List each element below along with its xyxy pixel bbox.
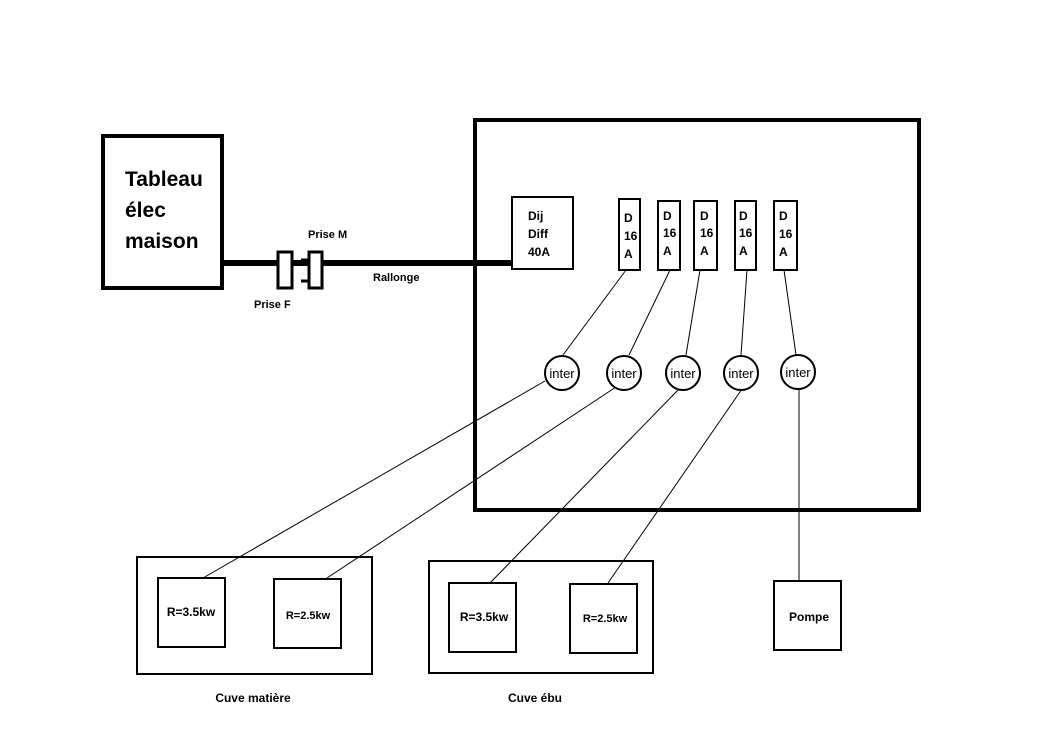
wire-switch-2-to-resistor-2 [326,386,617,579]
breaker-2-line-1: D [663,209,672,223]
wire-breaker-5-to-switch-5 [783,269,797,356]
breaker-3-line-2: 16 [700,226,714,240]
plug-male [307,250,324,290]
tank-matiere-resistor-2 [273,578,342,649]
plug-female-label: Prise F [254,299,291,311]
pump-box [773,580,842,651]
tank-matiere-box [136,556,373,675]
breaker-2-line-2: 16 [663,226,677,240]
switch-5: inter [780,354,816,390]
wire-switch-3-to-resistor-3 [489,388,680,584]
breaker-3-line-1: D [700,209,709,223]
wire-breaker-2-to-switch-2 [628,269,671,356]
switch-1-label: inter [549,366,575,381]
breaker-4: D 16 A [734,200,757,271]
switch-5-label: inter [785,365,811,380]
main-breaker-box [511,196,574,270]
breaker-5-line-1: D [779,209,788,223]
wire-switch-1-to-resistor-1 [202,380,546,579]
house-panel-label-line-1: Tableau [125,168,203,191]
tank-matiere-resistor-1 [157,577,226,648]
switch-4-label: inter [728,366,754,381]
switch-2: inter [606,355,642,391]
breaker-1: D 16 A [618,198,641,271]
wire-breaker-3-to-switch-3 [685,269,701,356]
breaker-4-line-3: A [739,244,748,258]
tank-ebu-box [428,560,654,674]
breaker-1-line-2: 16 [624,229,638,243]
tank-ebu-resistor-1 [448,582,517,653]
switch-2-label: inter [611,366,637,381]
wire-breaker-4-to-switch-4 [740,269,748,356]
main-breaker-label-line-2: Diff [528,227,549,241]
breaker-4-line-2: 16 [739,226,753,240]
breaker-4-line-1: D [739,209,748,223]
switch-3-label: inter [670,366,696,381]
breaker-5: D 16 A [773,200,798,271]
tank-matiere-resistor-2-label: R=2.5kw [286,610,331,622]
switch-3: inter [665,355,701,391]
main-breaker-label-line-1: Dij [528,209,543,223]
breaker-2-line-3: A [663,244,672,258]
tank-ebu-label: Cuve ébu [508,691,562,705]
house-panel-label-line-3: maison [125,230,199,253]
tank-ebu-resistor-2 [569,583,638,654]
tank-matiere-label: Cuve matière [215,691,291,705]
extension-label: Rallonge [373,272,419,284]
switch-4: inter [723,355,759,391]
breaker-2: D 16 A [657,200,681,271]
breaker-1-line-1: D [624,211,633,225]
breaker-5-line-2: 16 [779,227,793,241]
main-breaker-label-line-3: 40A [528,245,550,259]
breaker-3: D 16 A [693,200,718,271]
tank-matiere-resistor-1-label: R=3.5kw [167,605,216,619]
house-panel-box [101,134,224,290]
tank-ebu-resistor-1-label: R=3.5kw [460,610,509,624]
breaker-5-line-3: A [779,245,788,259]
plug-male-label: Prise M [308,229,347,241]
breaker-1-line-3: A [624,247,633,261]
switch-1: inter [544,355,580,391]
house-panel-label-line-2: élec [125,199,166,222]
enclosure-box [473,118,921,512]
breaker-3-line-3: A [700,244,709,258]
wire-switch-4-to-resistor-4 [607,388,743,584]
pump-label: Pompe [789,610,829,624]
wire-breaker-1-to-switch-1 [562,269,627,356]
tank-ebu-resistor-2-label: R=2.5kw [583,613,628,625]
plug-female [276,250,294,290]
